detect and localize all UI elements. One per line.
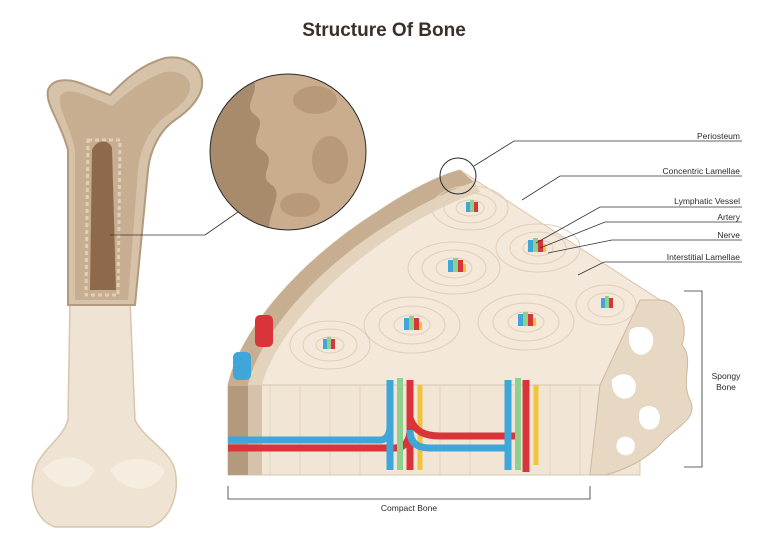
haversian-vessels-front — [228, 378, 539, 472]
label-lymphatic-vessel: Lymphatic Vessel — [674, 196, 740, 206]
label-spongy-bone-line1: Spongy — [711, 371, 741, 381]
label-spongy-bone-line2: Bone — [716, 382, 736, 392]
leader-lines — [227, 140, 742, 500]
label-concentric-lamellae: Concentric Lamellae — [662, 166, 740, 176]
label-compact-bone: Compact Bone — [380, 503, 438, 513]
label-nerve: Nerve — [717, 230, 740, 240]
osteon-vessels — [323, 200, 613, 349]
label-artery: Artery — [717, 212, 740, 222]
external-vein — [233, 352, 251, 380]
label-interstitial-lamellae: Interstitial Lamellae — [666, 252, 740, 262]
long-bone — [31, 56, 204, 528]
external-artery — [255, 315, 273, 347]
periosteum-circle — [439, 157, 477, 195]
zoom-circle — [209, 73, 367, 231]
label-periosteum: Periosteum — [697, 131, 740, 141]
page-title: Structure Of Bone — [302, 20, 466, 41]
